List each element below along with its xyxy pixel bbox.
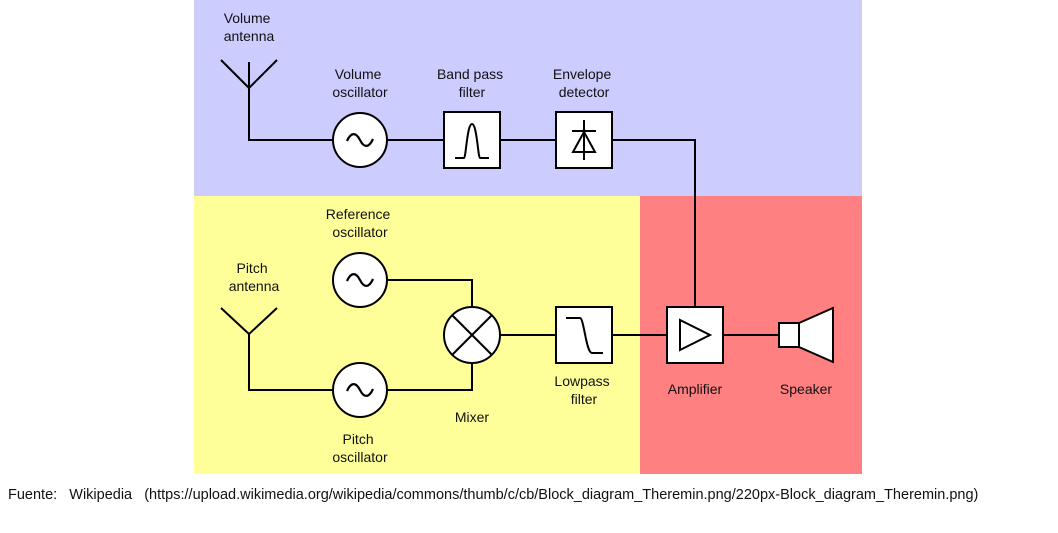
volume-wire-1 — [248, 88, 333, 141]
speaker-icon — [778, 306, 834, 364]
caption-source-url: (https://upload.wikimedia.org/wikipedia/… — [144, 487, 979, 503]
band-pass-filter-icon — [443, 111, 501, 169]
reference-oscillator-label: Reference oscillator — [326, 206, 394, 240]
pitch-oscillator-label: Pitch oscillator — [332, 431, 388, 465]
caption-source-label: Fuente: — [8, 487, 58, 503]
band-pass-filter-label: Band pass filter — [437, 66, 507, 100]
volume-antenna-icon — [220, 59, 278, 89]
pitch-antenna-label: Pitch antenna — [229, 260, 280, 294]
envelope-detector-icon — [555, 111, 613, 169]
reference-osc-to-mixer-wire — [387, 279, 473, 307]
reference-oscillator-icon — [332, 252, 388, 308]
volume-section-bg — [194, 0, 862, 196]
pitch-osc-to-mixer-wire — [387, 362, 473, 391]
amplifier-icon — [666, 306, 724, 364]
lowpass-filter-icon — [555, 306, 613, 364]
volume-antenna-label: Volume antenna — [224, 10, 275, 44]
volume-oscillator-label: Volume oscillator — [332, 66, 388, 100]
lowpass-filter-label: Lowpass filter — [554, 373, 613, 407]
pitch-oscillator-icon — [332, 362, 388, 418]
figure-caption: Fuente: Wikipedia (https://upload.wikime… — [8, 485, 1053, 505]
pitch-antenna-icon — [220, 307, 278, 360]
pitch-wire-1 — [248, 360, 333, 391]
amplifier-label: Amplifier — [668, 381, 723, 397]
volume-wire-4 — [612, 139, 696, 307]
volume-oscillator-icon — [332, 112, 388, 168]
mixer-icon — [443, 306, 501, 364]
envelope-detector-label: Envelope detector — [553, 66, 615, 100]
mixer-label: Mixer — [455, 409, 490, 425]
caption-source-name: Wikipedia — [69, 487, 133, 503]
speaker-label: Speaker — [780, 381, 832, 397]
